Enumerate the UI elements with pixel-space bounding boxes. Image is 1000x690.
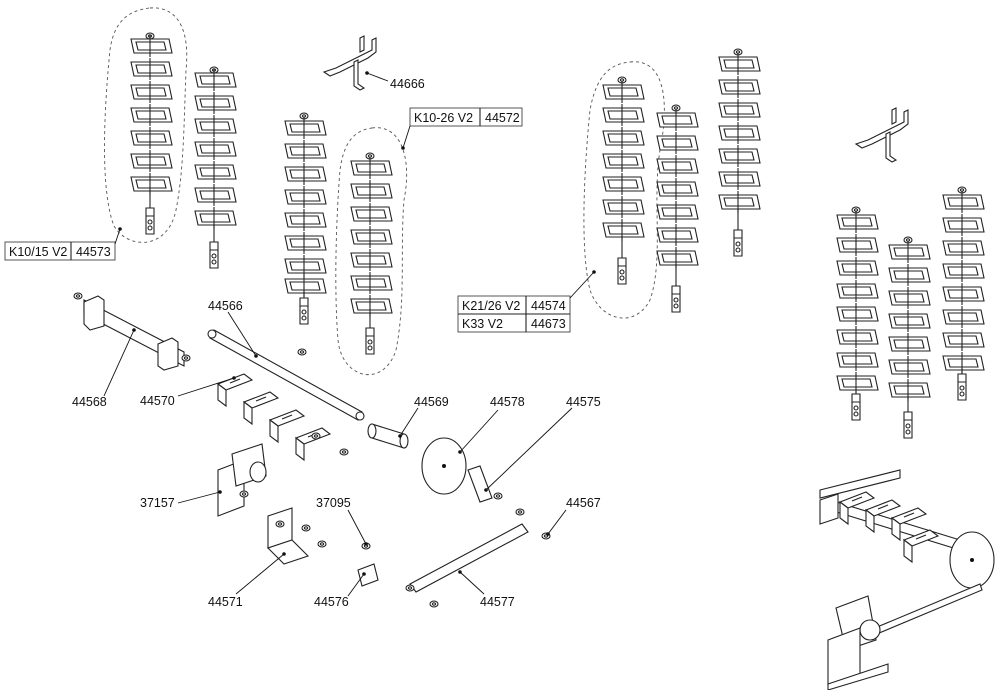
tine-stack-k33-a [656,104,699,313]
variant-model-k21-26: K21/26 V2 [462,299,520,313]
callout-44575: 44575 [484,395,601,492]
callout-37157-label: 37157 [140,496,175,510]
tine-stack-k10-15-b [194,66,237,269]
variant-model-k10-26: K10-26 V2 [414,111,473,125]
callout-44569: 44569 [398,395,449,438]
callout-44578: 44578 [458,395,525,454]
callout-44571-label: 44571 [208,595,243,609]
variant-table-k10-15: K10/15 V2 44573 [4,227,122,261]
callout-37095-label: 37095 [316,496,351,510]
callout-44666: 44666 [365,71,425,91]
callout-44578-label: 44578 [490,395,525,409]
assembly-preview-stack-b [888,236,931,439]
callout-44567: 44567 [546,496,601,536]
callout-44576: 44576 [314,572,366,609]
assembly-preview-stack-c [942,186,985,401]
assembly-preview-hanger [855,107,909,163]
part-44577-connecting-rod [405,523,529,608]
part-44575-clamp [467,465,503,503]
callout-44566: 44566 [208,299,258,358]
part-44578-disc [421,437,467,495]
variant-model-k33: K33 V2 [462,317,503,331]
callout-44571: 44571 [208,552,286,609]
variant-part-k10-15: 44573 [76,245,111,259]
part-37157-motor [217,443,267,517]
assembly-preview-drive [819,469,995,690]
callout-44577-label: 44577 [480,595,515,609]
callout-44666-label: 44666 [390,77,425,91]
tine-stack-k33-b [718,48,761,257]
callout-44576-label: 44576 [314,595,349,609]
part-44568-side-bar [73,292,191,371]
tine-stack-k10-15-a [130,32,173,235]
tine-stack-k21-26-a [602,76,645,285]
callout-37157: 37157 [140,490,222,510]
part-44570-hub-plates [217,348,349,461]
callout-44575-label: 44575 [566,395,601,409]
callout-37095: 37095 [316,496,368,546]
part-44576-coupling [357,563,379,587]
variant-part-k21-26: 44574 [531,299,566,313]
variant-table-k10-26: K10-26 V2 44572 [401,107,523,150]
assembly-preview-stack-a [836,206,879,421]
callout-44568: 44568 [72,328,136,409]
variant-model-k10-15: K10/15 V2 [9,245,67,259]
callout-44569-label: 44569 [414,395,449,409]
group-outline-k10-26 [335,127,408,376]
variant-table-k21-26-k33: K21/26 V2 44574 K33 V2 44673 [457,270,596,333]
callout-44577: 44577 [458,570,515,609]
tine-stack-k10-26-b [350,152,393,355]
part-44571-motor-bracket [266,507,327,565]
callout-44566-label: 44566 [208,299,243,313]
callout-44570: 44570 [140,376,236,408]
callout-44567-label: 44567 [566,496,601,510]
callout-44568-label: 44568 [72,395,107,409]
tine-stack-k10-26-a [284,112,327,325]
part-44666-bracket [323,35,377,91]
variant-part-k10-26: 44572 [485,111,520,125]
callout-44570-label: 44570 [140,394,175,408]
part-44569-sleeve [367,423,409,449]
part-44566-main-shaft [207,329,365,421]
variant-part-k33: 44673 [531,317,566,331]
